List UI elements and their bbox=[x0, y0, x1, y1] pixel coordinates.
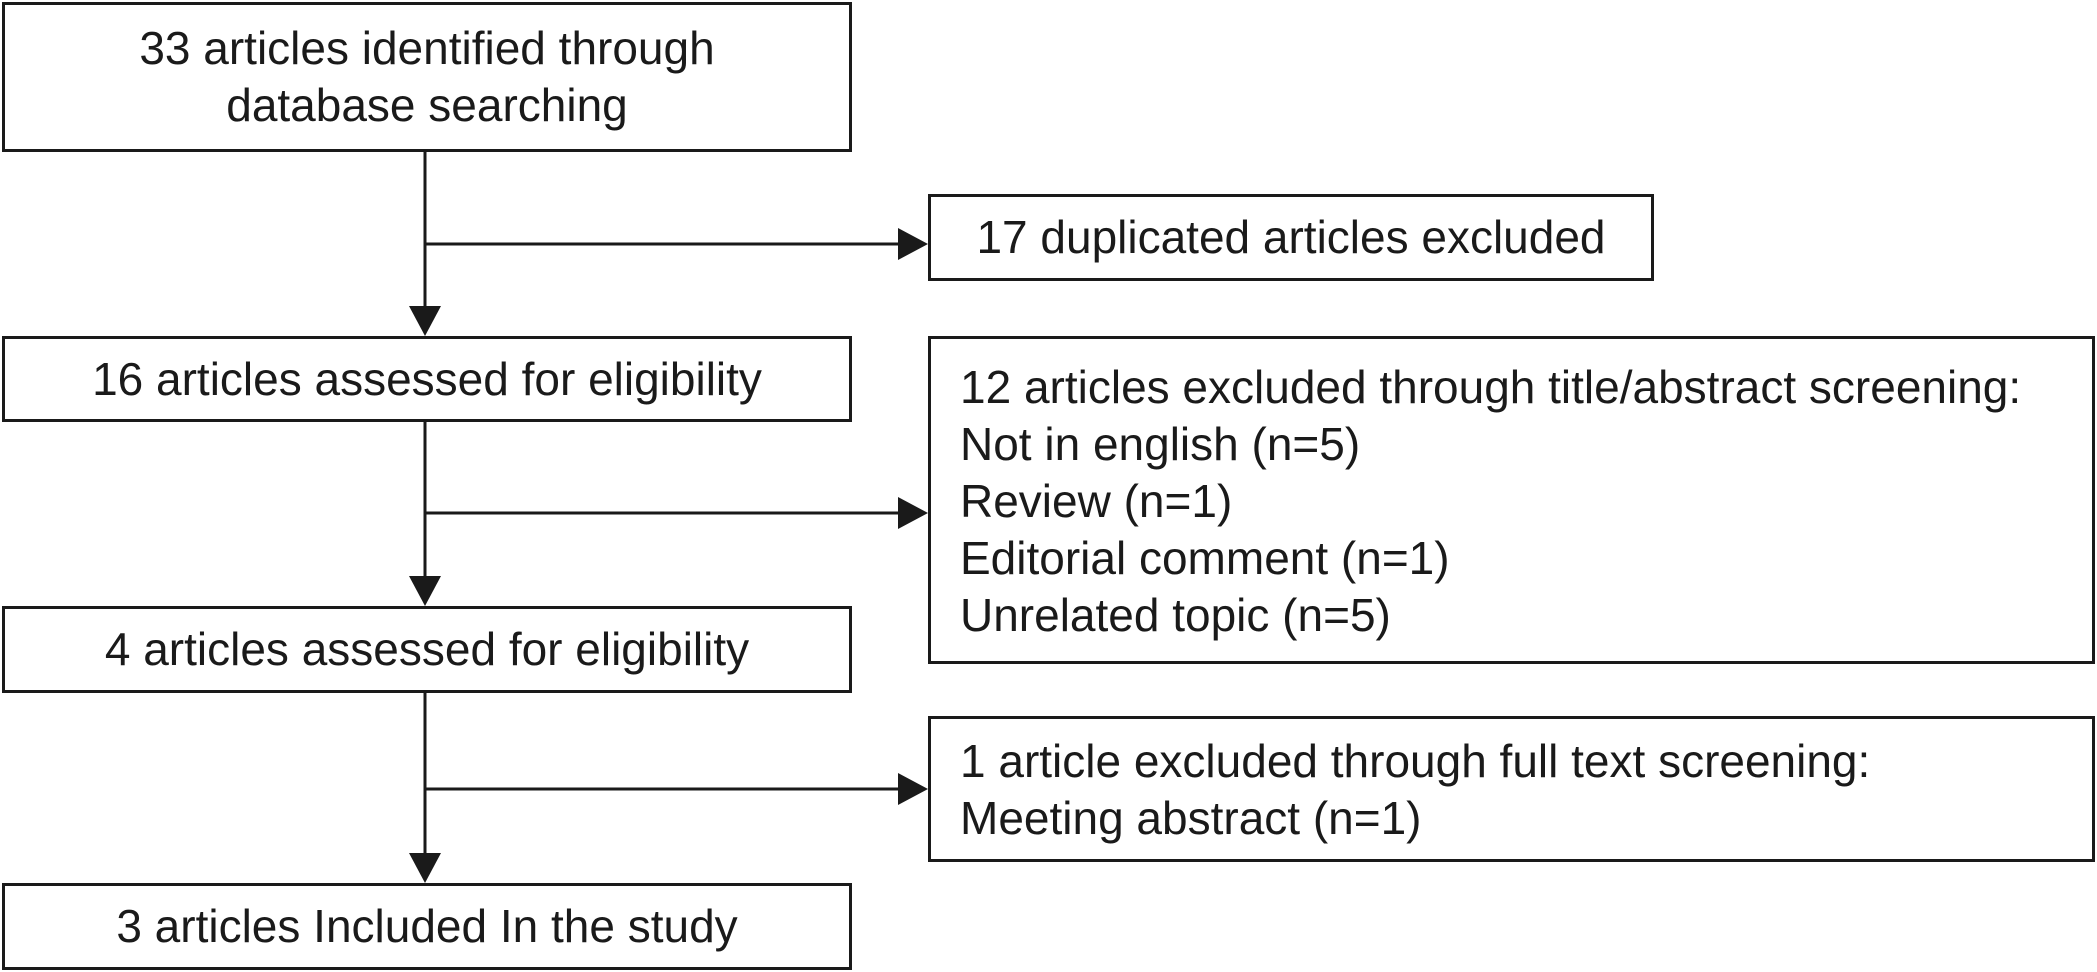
identified-box: 33 articles identified through database … bbox=[2, 2, 852, 152]
identified-line-1: 33 articles identified through bbox=[139, 22, 715, 74]
title-abstract-heading: 12 articles excluded through title/abstr… bbox=[960, 361, 2022, 413]
title-abstract-exclusion-box: 12 articles excluded through title/abstr… bbox=[928, 336, 2095, 664]
screened-box: 16 articles assessed for eligibility bbox=[2, 336, 852, 422]
reason-unrelated-topic: Unrelated topic (n=5) bbox=[960, 589, 1391, 641]
reason-meeting-abstract: Meeting abstract (n=1) bbox=[960, 792, 1422, 844]
reason-editorial-comment: Editorial comment (n=1) bbox=[960, 532, 1450, 584]
arrowhead-down-assessed bbox=[409, 576, 441, 606]
arrowhead-right-full-text bbox=[898, 773, 928, 805]
included-box: 3 articles Included In the study bbox=[2, 883, 852, 970]
duplicates-excluded-box: 17 duplicated articles excluded bbox=[928, 194, 1654, 281]
duplicates-label: 17 duplicated articles excluded bbox=[976, 211, 1606, 263]
full-text-exclusion-box: 1 article excluded through full text scr… bbox=[928, 716, 2095, 862]
reason-review: Review (n=1) bbox=[960, 475, 1233, 527]
included-label: 3 articles Included In the study bbox=[116, 900, 738, 952]
full-text-heading: 1 article excluded through full text scr… bbox=[960, 735, 1871, 787]
arrowhead-right-duplicates bbox=[898, 228, 928, 260]
assessed-label: 4 articles assessed for eligibility bbox=[104, 623, 750, 675]
identified-line-2: database searching bbox=[226, 79, 628, 131]
arrowhead-right-title-abstract bbox=[898, 497, 928, 529]
arrowhead-down-included bbox=[409, 853, 441, 883]
assessed-box: 4 articles assessed for eligibility bbox=[2, 606, 852, 693]
screened-label: 16 articles assessed for eligibility bbox=[92, 352, 762, 405]
arrowhead-down-screened bbox=[409, 306, 441, 336]
reason-not-in-english: Not in english (n=5) bbox=[960, 418, 1361, 470]
